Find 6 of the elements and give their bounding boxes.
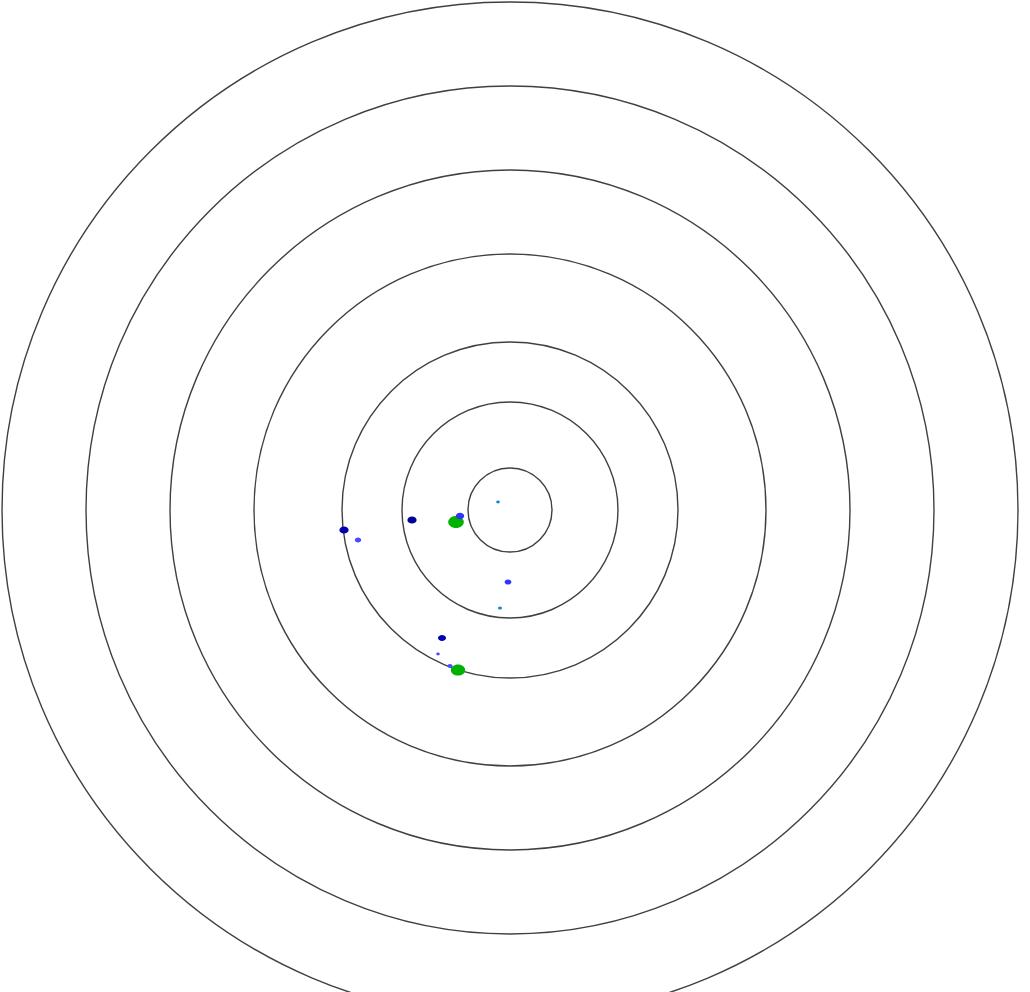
ring xyxy=(85,85,935,935)
ring xyxy=(467,467,553,553)
ring xyxy=(401,401,619,619)
ring xyxy=(169,169,851,851)
ring xyxy=(253,253,767,767)
ring xyxy=(341,341,679,679)
